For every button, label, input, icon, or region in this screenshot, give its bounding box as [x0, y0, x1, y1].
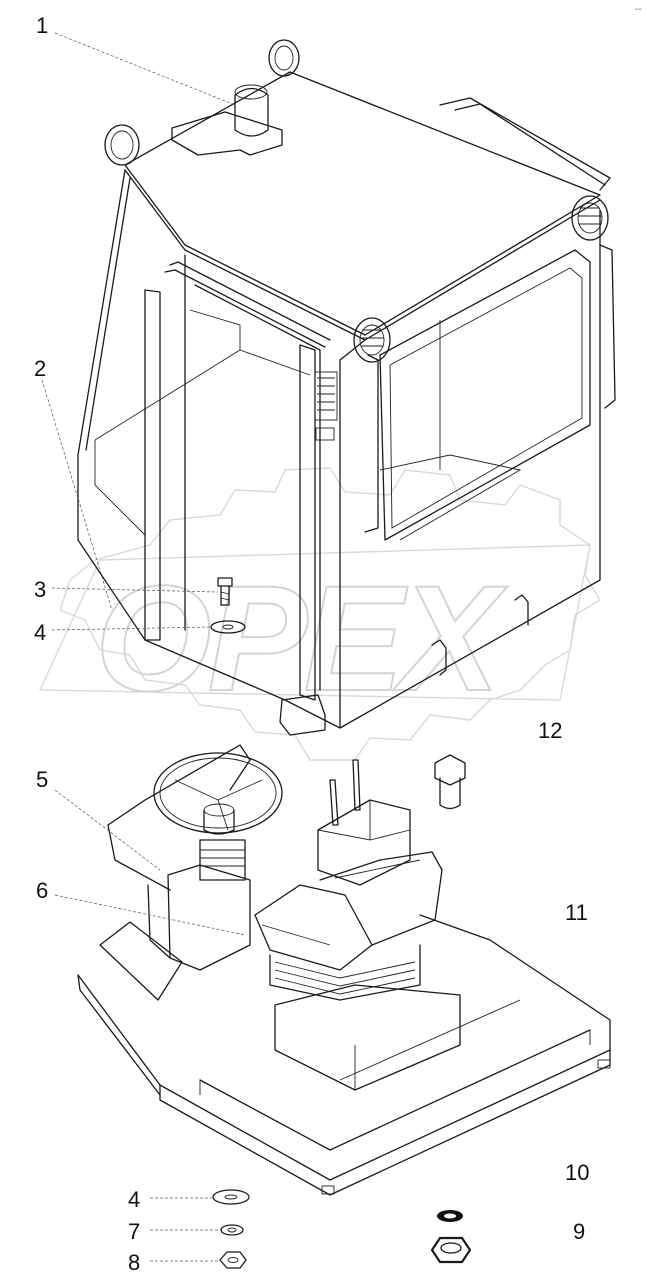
washer-item-4-upper [210, 620, 246, 634]
corner-mark: -- [635, 4, 642, 15]
spring-washer-item-9 [437, 1210, 463, 1222]
floor-frame [77, 914, 611, 1196]
callout-6: 6 [36, 878, 48, 903]
nut-item-9 [430, 1236, 472, 1264]
work-lamp-front-right [571, 195, 609, 241]
bolt-item-3 [217, 577, 233, 606]
leader-3 [51, 587, 219, 593]
watermark-text: OPEX [95, 554, 508, 722]
operator-seat [254, 851, 461, 1091]
callout-4-lower: 4 [128, 1187, 140, 1212]
leader-2 [41, 379, 113, 611]
control-levers [317, 759, 411, 886]
work-lamp-rear-right [268, 39, 300, 77]
callout-12: 12 [538, 718, 562, 743]
washer-item-4-lower [212, 1189, 250, 1205]
callout-8: 8 [128, 1250, 140, 1275]
callout-3: 3 [34, 577, 46, 602]
callout-11: 11 [565, 900, 588, 925]
callout-10: 10 [565, 1160, 589, 1185]
callout-5: 5 [36, 767, 48, 792]
leader-4a [51, 626, 213, 631]
lock-washer-item-7 [220, 1224, 244, 1236]
nut-item-8 [219, 1251, 247, 1269]
vent-grille [314, 371, 338, 421]
leader-1 [54, 32, 236, 106]
rotating-beacon [171, 84, 283, 156]
leader-6 [54, 894, 246, 936]
callout-4-upper: 4 [34, 620, 46, 645]
work-lamp-rear-left [104, 124, 140, 166]
leader-5 [54, 789, 161, 871]
steering-column [99, 744, 283, 1001]
callout-7: 7 [128, 1219, 140, 1244]
callout-1: 1 [36, 13, 48, 38]
callout-2: 2 [34, 356, 46, 381]
work-lamp-front-left [353, 317, 391, 363]
callout-9: 9 [573, 1219, 585, 1244]
hex-bolt [434, 754, 466, 810]
watermark-gear [38, 467, 601, 761]
